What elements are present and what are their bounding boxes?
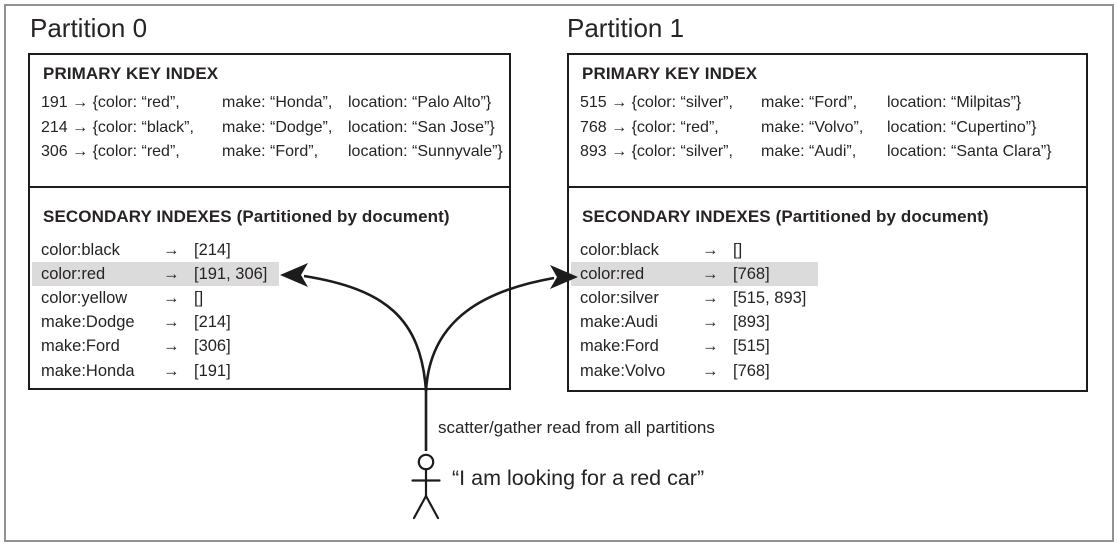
secondary-index-row-color-black: color:black → [214] <box>41 238 267 262</box>
maps-to-arrow: → <box>163 264 180 283</box>
si-value: [515] <box>733 337 770 356</box>
section-divider <box>568 186 1087 188</box>
si-value: [214] <box>194 240 231 259</box>
primary-index-row: 191 → {color: “red”, make: “Honda”, loca… <box>41 91 507 116</box>
primary-index-row: 515 → {color: “silver”, make: “Ford”, lo… <box>580 91 1084 116</box>
si-key: color:red <box>41 264 106 283</box>
partition-0-secondary-indexes-header: SECONDARY INDEXES (Partitioned by docume… <box>43 207 450 226</box>
secondary-index-row-make-dodge: make:Dodge → [214] <box>41 311 267 335</box>
pk-row-make: make: “Ford”, <box>222 143 319 161</box>
maps-to-arrow: → <box>702 313 719 332</box>
maps-to-arrow: → <box>163 288 180 307</box>
secondary-index-row-color-silver: color:silver → [515, 893] <box>580 286 806 310</box>
maps-to-arrow: → <box>163 313 180 332</box>
partition-1-primary-key-index-header: PRIMARY KEY INDEX <box>582 64 758 83</box>
partition-1-secondary-index-rows: color:black → [] color:red → [768] color:sil… <box>570 238 819 383</box>
pk-row-key: 893 → {color: “silver”, <box>580 143 733 161</box>
secondary-index-row-color-yellow: color:yellow → [] <box>41 286 267 310</box>
secondary-index-row-make-ford: make:Ford → [515] <box>580 335 806 359</box>
secondary-index-row-make-volvo: make:Volvo → [768] <box>580 359 806 383</box>
partition-1-title: Partition 1 <box>567 13 685 43</box>
partition-0-secondary-index-rows: color:black → [214] color:red → [191, 306] c… <box>31 238 280 383</box>
si-value: [] <box>194 288 204 307</box>
si-key: make:Volvo <box>580 361 666 380</box>
si-value: [191] <box>194 361 231 380</box>
diagram-outer-border <box>4 4 1114 542</box>
partition-1-box: PRIMARY KEY INDEX 515 → {color: “silver”… <box>567 53 1088 392</box>
si-key: color:yellow <box>41 288 128 307</box>
maps-to-arrow: → <box>163 361 180 380</box>
si-key: make:Ford <box>580 337 659 356</box>
si-value: [893] <box>733 313 770 332</box>
partition-1-primary-key-rows: 515 → {color: “silver”, make: “Ford”, lo… <box>580 91 1084 165</box>
pk-row-key: 214 → {color: “black”, <box>41 118 194 136</box>
primary-index-row: 768 → {color: “red”, make: “Volvo”, loca… <box>580 116 1084 141</box>
pk-row-location: location: “San Jose”} <box>348 118 495 136</box>
si-key: color:red <box>580 264 645 283</box>
pk-row-key: 191 → {color: “red”, <box>41 94 180 112</box>
user-query-label: “I am looking for a red car” <box>452 466 705 490</box>
si-value: [] <box>733 240 743 259</box>
pk-row-make: make: “Ford”, <box>761 94 858 112</box>
si-key: color:silver <box>580 288 659 307</box>
primary-index-row: 306 → {color: “red”, make: “Ford”, locat… <box>41 140 507 165</box>
maps-to-arrow: → <box>702 264 719 283</box>
primary-index-row: 893 → {color: “silver”, make: “Audi”, lo… <box>580 140 1084 165</box>
secondary-index-row-color-red-highlighted: color:red → [768] <box>570 262 819 287</box>
partition-0-primary-key-rows: 191 → {color: “red”, make: “Honda”, loca… <box>41 91 507 165</box>
pk-row-key: 768 → {color: “red”, <box>580 118 719 136</box>
pk-row-location: location: “Santa Clara”} <box>887 143 1052 161</box>
primary-index-row: 214 → {color: “black”, make: “Dodge”, lo… <box>41 116 507 141</box>
secondary-index-row-color-black: color:black → [] <box>580 238 806 262</box>
partition-1-secondary-indexes-header: SECONDARY INDEXES (Partitioned by docume… <box>582 207 989 226</box>
pk-row-key: 306 → {color: “red”, <box>41 143 180 161</box>
si-value: [214] <box>194 313 231 332</box>
maps-to-arrow: → <box>702 288 719 307</box>
scatter-gather-label: scatter/gather read from all partitions <box>438 418 715 437</box>
maps-to-arrow: → <box>702 337 719 356</box>
si-key: color:black <box>580 240 659 259</box>
maps-to-arrow: → <box>702 361 719 380</box>
secondary-index-row-make-ford: make:Ford → [306] <box>41 335 267 359</box>
si-value: [191, 306] <box>194 264 268 283</box>
partition-0-title: Partition 0 <box>30 13 148 43</box>
si-key: make:Ford <box>41 337 120 356</box>
section-divider <box>29 186 510 188</box>
si-value: [768] <box>733 264 770 283</box>
pk-row-make: make: “Dodge”, <box>222 118 333 136</box>
si-value: [515, 893] <box>733 288 807 307</box>
si-key: color:black <box>41 240 120 259</box>
maps-to-arrow: → <box>702 240 719 259</box>
secondary-index-row-color-red-highlighted: color:red → [191, 306] <box>31 262 280 287</box>
maps-to-arrow: → <box>163 240 180 259</box>
si-value: [306] <box>194 337 231 356</box>
secondary-index-row-make-honda: make:Honda → [191] <box>41 359 267 383</box>
pk-row-location: location: “Sunnyvale”} <box>348 143 503 161</box>
pk-row-make: make: “Volvo”, <box>761 118 864 136</box>
partition-0-box: PRIMARY KEY INDEX 191 → {color: “red”, m… <box>28 53 511 390</box>
si-key: make:Honda <box>41 361 135 380</box>
pk-row-make: make: “Audi”, <box>761 143 857 161</box>
maps-to-arrow: → <box>163 337 180 356</box>
pk-row-make: make: “Honda”, <box>222 94 333 112</box>
pk-row-location: location: “Palo Alto”} <box>348 94 492 112</box>
partition-0-primary-key-index-header: PRIMARY KEY INDEX <box>43 64 219 83</box>
si-key: make:Dodge <box>41 313 135 332</box>
si-value: [768] <box>733 361 770 380</box>
si-key: make:Audi <box>580 313 658 332</box>
secondary-index-row-make-audi: make:Audi → [893] <box>580 311 806 335</box>
pk-row-key: 515 → {color: “silver”, <box>580 94 733 112</box>
pk-row-location: location: “Cupertino”} <box>887 118 1037 136</box>
pk-row-location: location: “Milpitas”} <box>887 94 1022 112</box>
